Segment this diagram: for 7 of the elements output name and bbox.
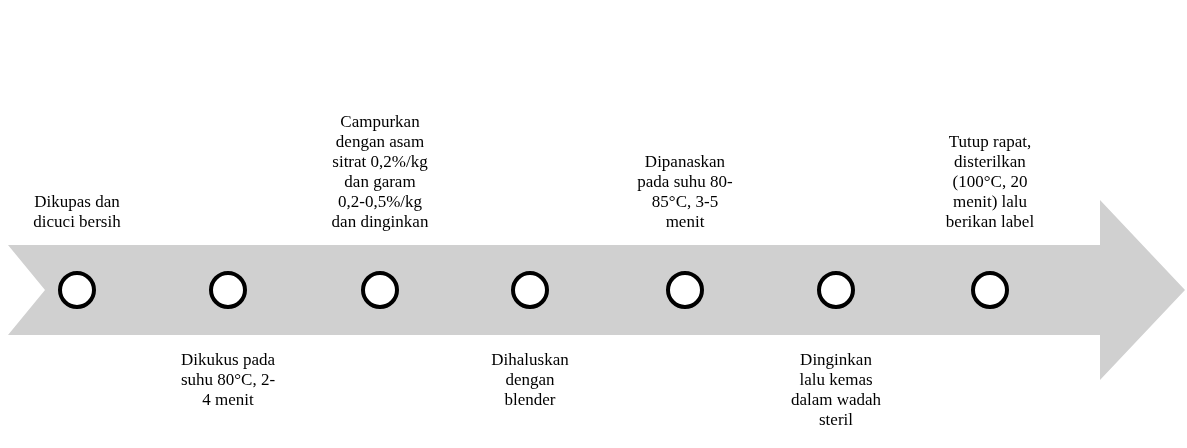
step-description: Dikukus pada suhu 80°C, 2-4 menit bbox=[179, 350, 277, 410]
step-description: Dinginkan lalu kemas dalam wadah steril bbox=[789, 350, 883, 430]
step-description: Dihaluskan dengan blender bbox=[490, 350, 570, 410]
step-description: Dipanaskan pada suhu 80-85°C, 3-5 menit bbox=[636, 152, 734, 232]
step-description: Dikupas dan dicuci bersih bbox=[32, 192, 122, 232]
step-description: Campurkan dengan asam sitrat 0,2%/kg dan garam 0,2-0,5%/kg dan dinginkan bbox=[330, 112, 430, 232]
step-description: Tutup rapat, disterilkan (100°C, 20 menit) lalu berikan label bbox=[944, 132, 1036, 232]
